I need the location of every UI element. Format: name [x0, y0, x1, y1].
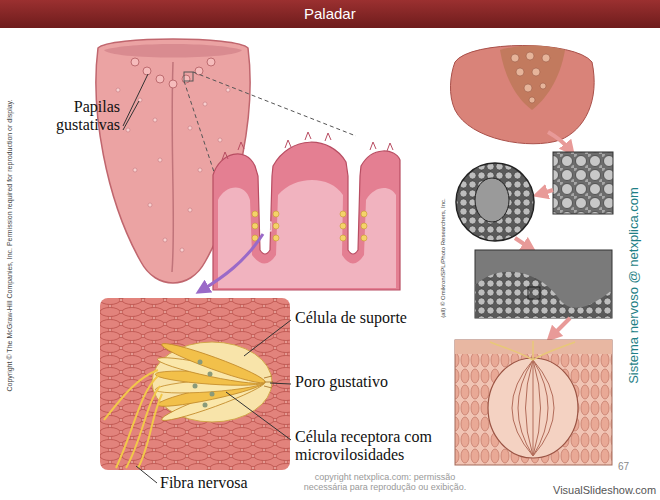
part-label: Papilas gustativas: [30, 98, 120, 135]
side-watermark: Sistema nervoso @ netxplica.com: [627, 187, 640, 384]
part-label: Fibra nervosa: [160, 474, 248, 492]
watermark: copyright netxplica.com: permissão neces…: [300, 472, 470, 493]
site-watermark: VisualSlideshow.com: [553, 484, 656, 497]
part-label: Célula de suporte: [295, 309, 407, 327]
page-number: 67: [618, 461, 629, 473]
copyright-note: Copyright © The McGraw-Hill Companies, I…: [6, 99, 13, 391]
photo-credit: (all) © Omikron/SPL/Photo Researchers, I…: [440, 198, 446, 317]
part-label: Poro gustativo: [295, 373, 388, 391]
slide-title: Paladar: [304, 5, 356, 22]
part-label: Célula receptora com microvilosidades: [295, 428, 450, 465]
